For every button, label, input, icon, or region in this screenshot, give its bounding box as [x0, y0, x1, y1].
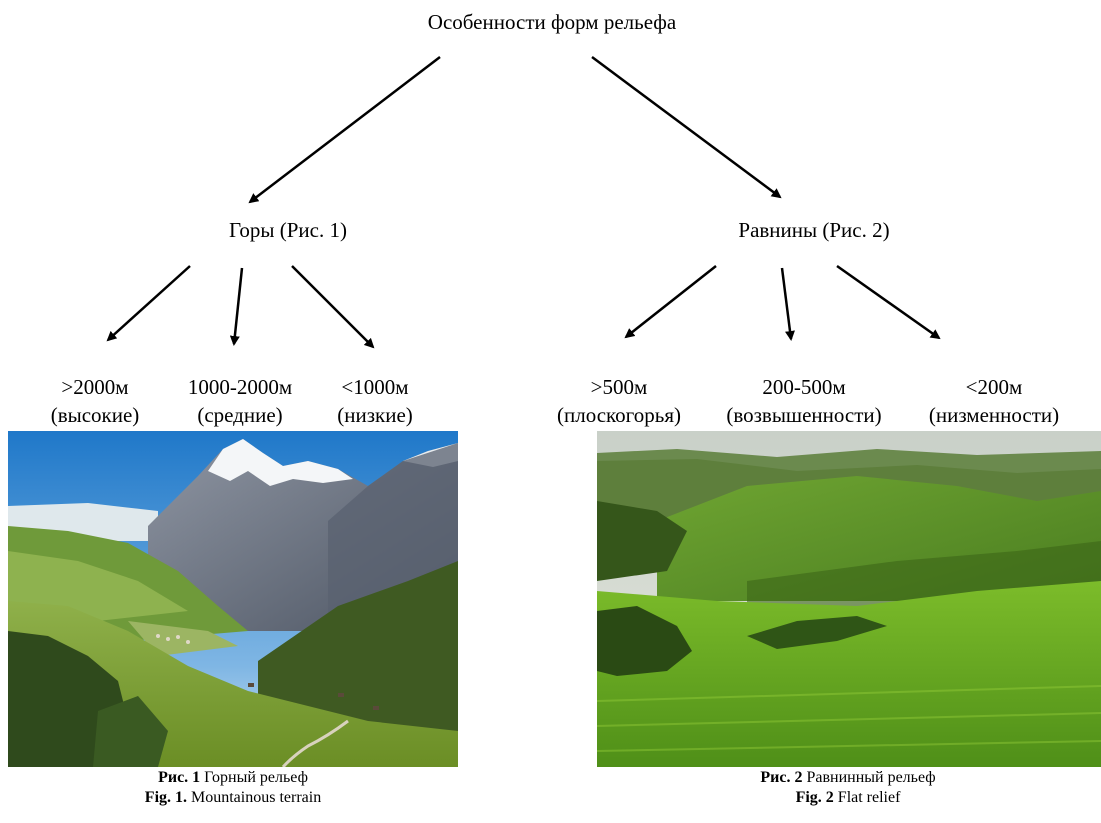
caption-figure-2-ru-bold: Рис. 2: [760, 769, 803, 786]
caption-figure-1-ru-bold: Рис. 1: [158, 769, 201, 786]
arrow-mountains-medium: [229, 267, 244, 346]
arrow-root-to-mountains: [248, 56, 441, 204]
plains-upland-value: 200-500м: [762, 375, 846, 399]
caption-figure-1-en-text: Mountainous terrain: [187, 789, 322, 806]
arrow-root-to-plains: [591, 55, 782, 199]
caption-figure-1-en: Fig. 1. Mountainous terrain: [145, 789, 321, 807]
mountains-low-value: <1000м: [341, 375, 409, 399]
mountains-medium-value: 1000-2000м: [187, 375, 293, 399]
arrow-mountains-low: [291, 265, 375, 349]
caption-figure-2-en-bold: Fig. 2: [795, 789, 834, 806]
plains-lowland-desc: (низменности): [928, 403, 1060, 427]
plains-plateau-desc: (плоскогорья): [556, 403, 682, 427]
root-label: Особенности форм рельефа: [427, 10, 677, 34]
caption-figure-2-en-text: Flat relief: [833, 789, 901, 806]
caption-figure-2-ru-text: Равнинный рельеф: [802, 769, 936, 786]
caption-figure-1-ru-text: Горный рельеф: [200, 769, 308, 786]
mountain-photo: [8, 431, 458, 767]
plains-lowland-value: <200м: [965, 375, 1023, 399]
mountains-medium-desc: (средние): [197, 403, 283, 427]
caption-figure-2-ru: Рис. 2 Равнинный рельеф: [760, 769, 935, 787]
branch-label-plains: Равнины (Рис. 2): [738, 218, 890, 242]
arrow-plains-upland: [780, 267, 795, 341]
arrow-plains-lowland: [836, 264, 941, 340]
caption-figure-1-en-bold: Fig. 1.: [144, 789, 188, 806]
mountains-high-value: >2000м: [61, 375, 129, 399]
caption-figure-1-ru: Рис. 1 Горный рельеф: [158, 769, 308, 787]
plains-plateau-value: >500м: [590, 375, 648, 399]
mountains-low-desc: (низкие): [337, 403, 413, 427]
arrow-plains-plateau: [624, 265, 717, 339]
plain-photo: [597, 431, 1101, 767]
caption-figure-2-en: Fig. 2 Flat relief: [796, 789, 901, 807]
mountains-high-desc: (высокие): [50, 403, 140, 427]
plains-upland-desc: (возвышенности): [726, 403, 882, 427]
arrow-mountains-high: [106, 265, 191, 342]
branch-label-mountains: Горы (Рис. 1): [229, 218, 347, 242]
